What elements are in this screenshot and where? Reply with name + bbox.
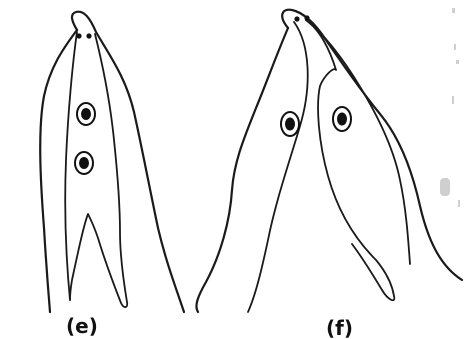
panel-f-outer-membrane [282,10,462,280]
panel-f-basal-body [304,15,309,20]
panel-e: (e) [40,12,184,338]
panel-f-cleavage [306,20,394,300]
panel-f-nucleus [281,112,299,136]
panel-e-label: (e) [66,314,98,338]
panel-e-nucleus [75,152,93,174]
panel-f-basal-body [294,16,299,21]
panel-e-basal-body [76,33,81,38]
panel-f-left-daughter [248,22,308,312]
panel-e-nucleus [77,103,95,125]
panel-e-basal-body [86,33,91,38]
panel-f-label: (f) [326,316,353,339]
panel-f: (f) [196,10,462,339]
panel-f-nucleus [333,107,351,131]
panel-f-left-membrane [196,28,288,312]
scan-noise [440,8,460,207]
